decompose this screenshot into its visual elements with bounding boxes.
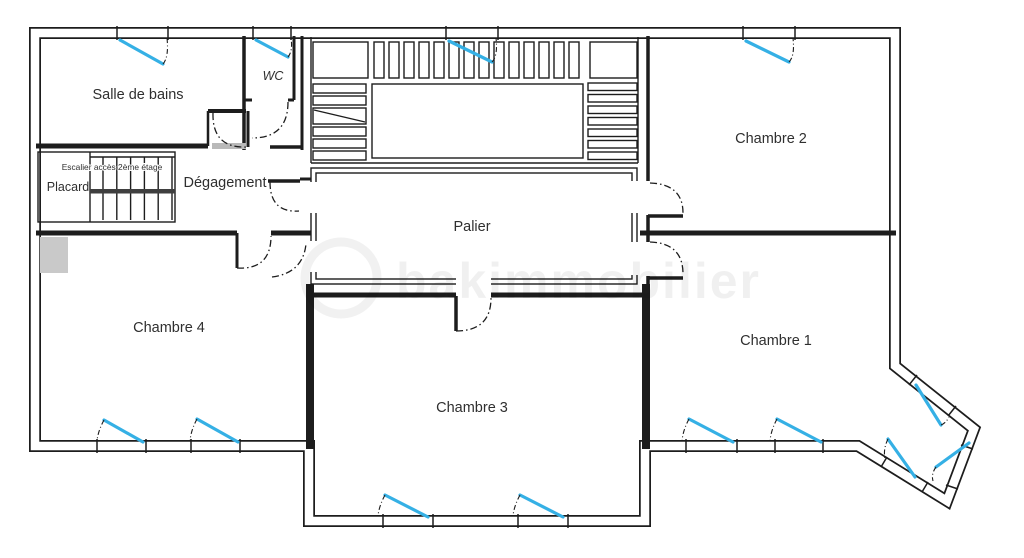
doors: [208, 101, 684, 332]
door-arc-chambre4: [236, 235, 272, 269]
room-label-palier: Palier: [453, 219, 490, 235]
window-jambs: [96, 26, 974, 528]
stair-risers-lower: [102, 193, 173, 220]
placard-label: Placard: [47, 180, 89, 194]
room-label-chambre-2: Chambre 2: [735, 131, 807, 147]
room-label-degagement: Dégagement: [183, 175, 266, 191]
wardrobe-storage: [310, 37, 639, 164]
door-threshold: [212, 143, 246, 149]
door-arc-chambre3: [455, 297, 492, 332]
door-arc-chambre2: [649, 182, 684, 214]
watermark-logo-icon: [300, 237, 382, 319]
room-label-chambre-1: Chambre 1: [740, 333, 812, 349]
windows: [96, 37, 971, 519]
chimney-block: [40, 237, 68, 273]
stair-risers-upper: [102, 157, 173, 189]
room-label-wc: WC: [263, 69, 285, 83]
door-arc-palier-chambre4: [271, 243, 307, 278]
palier-walls: [304, 167, 646, 289]
interior-walls: [36, 36, 896, 449]
room-labels: Salle de bains WC Dégagement Palier Cham…: [47, 69, 812, 416]
stairs-label: Escalier accès 2ème étage: [62, 162, 163, 172]
room-label-chambre-4: Chambre 4: [133, 320, 205, 336]
staircase: [37, 151, 176, 223]
shelves-left: [312, 83, 367, 161]
palier-openings: [304, 181, 646, 289]
watermark: bakimmobilier: [300, 237, 761, 319]
door-arc-wc: [251, 101, 289, 139]
door-arc-chambre1: [649, 241, 684, 275]
exterior-wall-core: [30, 28, 980, 526]
watermark-text: bakimmobilier: [396, 253, 761, 309]
wardrobe-slats: [373, 41, 580, 79]
stair-mid-band: [90, 189, 175, 194]
exterior-walls: [29, 27, 982, 527]
door-arc-bathroom: [212, 112, 249, 148]
room-label-salle-de-bains: Salle de bains: [92, 87, 183, 103]
door-arc-degagement: [269, 181, 300, 212]
room-label-chambre-3: Chambre 3: [436, 400, 508, 416]
shelves-right: [587, 82, 638, 161]
